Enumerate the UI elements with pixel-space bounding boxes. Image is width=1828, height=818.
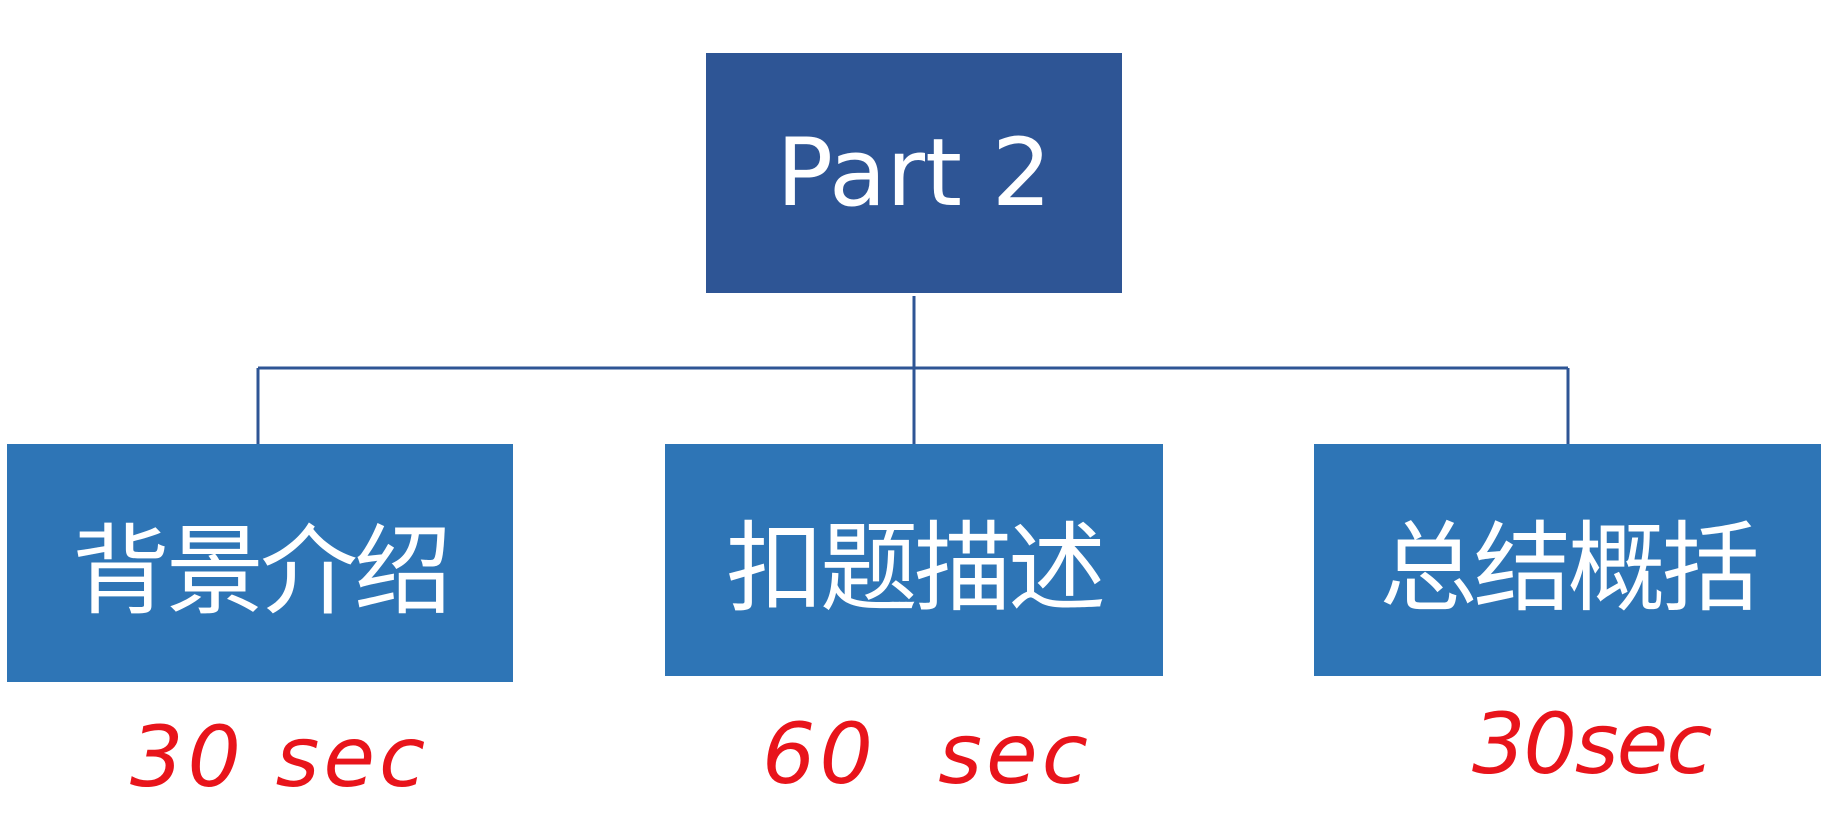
root-node-label: Part 2 [776, 118, 1052, 228]
child-node-label: 扣题描述 [725, 512, 1106, 626]
child-node-background: 背景介绍 [7, 444, 513, 682]
root-node: Part 2 [706, 53, 1122, 293]
child-node-summary: 总结概括 [1314, 444, 1821, 676]
handwritten-duration-note: 30 sec [130, 708, 430, 806]
child-node-label: 背景介绍 [71, 515, 452, 629]
child-node-label: 总结概括 [1379, 512, 1759, 626]
handwritten-duration-note: 60 sec [762, 705, 1092, 803]
child-node-description: 扣题描述 [665, 444, 1163, 676]
handwritten-duration-note: 30sec [1472, 695, 1713, 793]
